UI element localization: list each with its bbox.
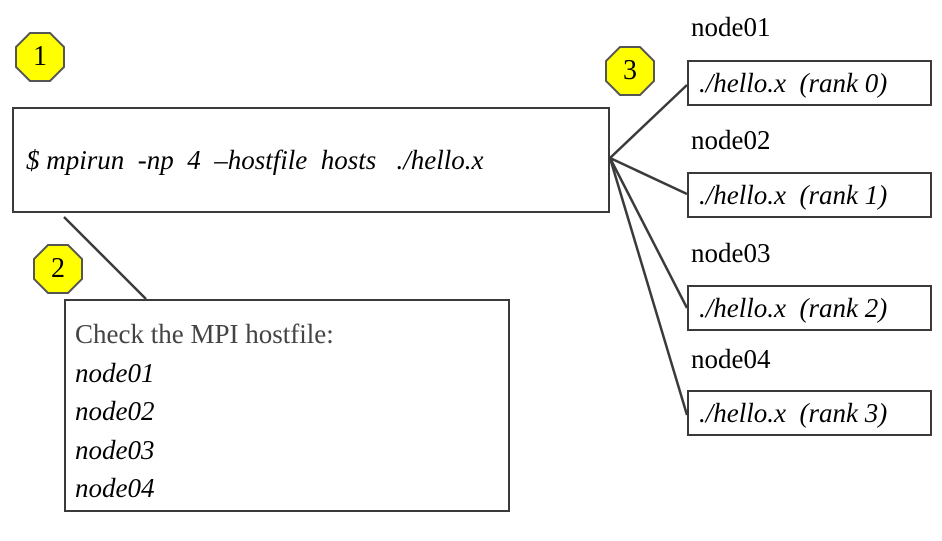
process-text: ./hello.x (rank 2) (699, 292, 888, 323)
hostfile-entry: node03 (75, 434, 155, 465)
command-box: $ mpirun -np 4 –hostfile hosts ./hello.x (12, 107, 610, 213)
node-label-node04: node04 (691, 344, 771, 374)
node-label-node01: node01 (691, 12, 771, 42)
step-2-number: 2 (51, 253, 65, 284)
process-box-rank0: ./hello.x (rank 0) (687, 60, 932, 106)
octagon-icon (605, 46, 655, 96)
octagon-icon (15, 32, 65, 82)
step-3-badge: 3 (604, 45, 656, 97)
process-box-rank2: ./hello.x (rank 2) (687, 285, 932, 331)
process-box-rank1: ./hello.x (rank 1) (687, 172, 932, 218)
process-text: ./hello.x (rank 0) (699, 67, 888, 98)
hostfile-entry: node02 (75, 396, 155, 426)
node-label-node02: node02 (691, 125, 771, 155)
connector-cmd-to-rank2 (608, 157, 689, 309)
step-3-number: 3 (623, 55, 637, 86)
octagon-icon (33, 244, 83, 294)
step-1-number: 1 (33, 41, 47, 72)
connector-cmd-to-rank1 (609, 156, 688, 196)
node-label-node03: node03 (691, 238, 771, 268)
step-1-badge: 1 (14, 31, 66, 83)
process-box-rank3: ./hello.x (rank 3) (687, 390, 932, 436)
hostfile-box: Check the MPI hostfile: node01 node02 no… (64, 299, 510, 512)
command-text: $ mpirun -np 4 –hostfile hosts ./hello.x (26, 144, 484, 175)
hostfile-entry: node01 (75, 357, 155, 388)
connector-cmd-to-rank3 (608, 157, 689, 416)
process-text: ./hello.x (rank 3) (699, 397, 888, 428)
step-2-badge: 2 (32, 243, 84, 295)
hostfile-entry: node04 (75, 473, 155, 503)
process-text: ./hello.x (rank 1) (699, 179, 888, 210)
hostfile-heading: Check the MPI hostfile: (75, 319, 334, 349)
